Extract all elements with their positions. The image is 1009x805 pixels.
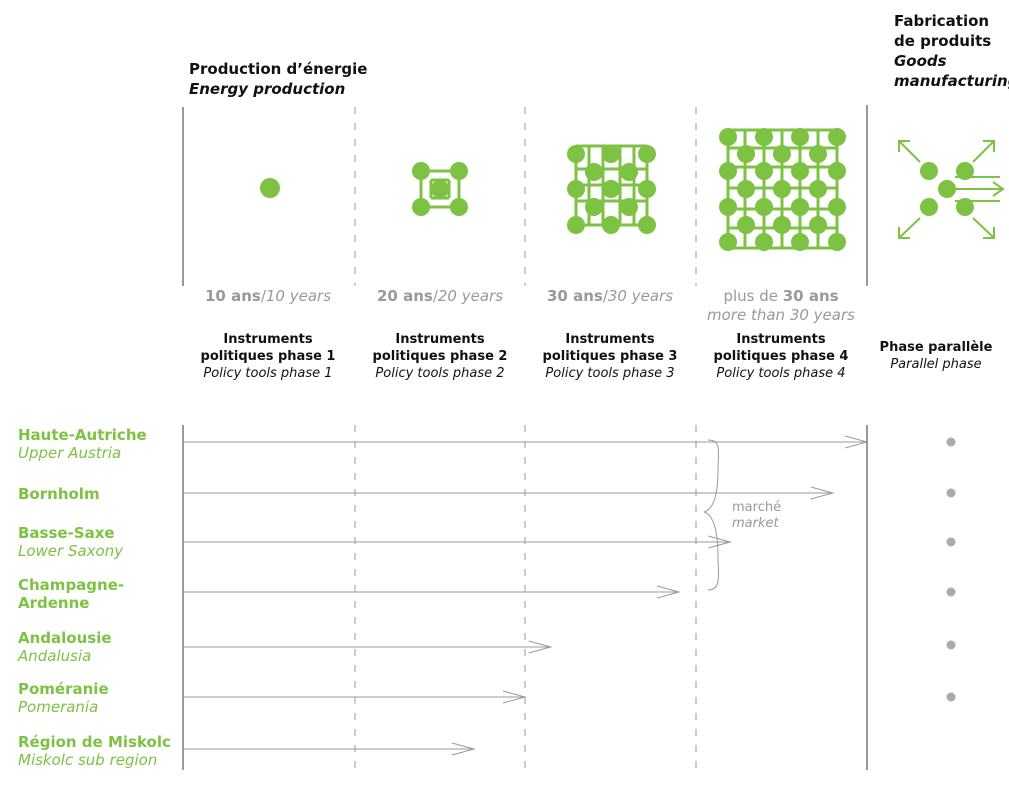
- phase1-node: [260, 178, 280, 198]
- energy-header-fr: Production d’énergie: [189, 60, 368, 78]
- region-champagne-ardenne: Champagne-Ardenne: [18, 576, 125, 612]
- parallel-dot-3: [946, 537, 956, 547]
- goods-header-fr-2: de produits: [894, 32, 992, 50]
- parallel-dot-2: [946, 488, 956, 498]
- phase4-cluster: [719, 128, 846, 251]
- duration-4: plus de 30 ans more than 30 years: [707, 287, 855, 324]
- parallel-dot-6: [946, 692, 956, 702]
- region-arrows: [183, 435, 869, 756]
- energy-production-header: Production d’énergie Energy production: [189, 59, 367, 99]
- parallel-dot-4: [946, 587, 956, 597]
- duration-3: 30 ans/30 years: [546, 287, 674, 305]
- duration-2: 20 ans/20 years: [376, 287, 504, 305]
- region-arrow-head: [451, 742, 476, 756]
- duration-1: 10 ans/10 years: [204, 287, 332, 305]
- region-bornholm: Bornholm: [18, 485, 100, 503]
- market-brace: [703, 439, 720, 591]
- goods-header-en-1: Goods: [894, 52, 947, 70]
- goods-manufacturing-header: Fabrication de produits Goods manufactur…: [894, 11, 1009, 91]
- parallel-dot-5: [946, 640, 956, 650]
- phase-dividers: [354, 107, 697, 770]
- region-arrow-head: [810, 486, 835, 500]
- phase2-cluster: [412, 162, 468, 216]
- parallel-dots: [946, 437, 956, 702]
- parallel-dot-1: [946, 437, 956, 447]
- region-arrow-head: [708, 535, 733, 549]
- region-arrow-head: [502, 690, 527, 704]
- goods-header-en-2: manufacturing: [894, 72, 1009, 90]
- goods-header-fr-1: Fabrication: [894, 12, 990, 30]
- energy-header-en: Energy production: [189, 80, 346, 98]
- region-arrow-head: [528, 640, 553, 654]
- region-arrow-head: [844, 435, 869, 449]
- region-arrow-head: [656, 585, 681, 599]
- phase3-cluster: [567, 144, 656, 234]
- expansion-nodes: [920, 162, 974, 216]
